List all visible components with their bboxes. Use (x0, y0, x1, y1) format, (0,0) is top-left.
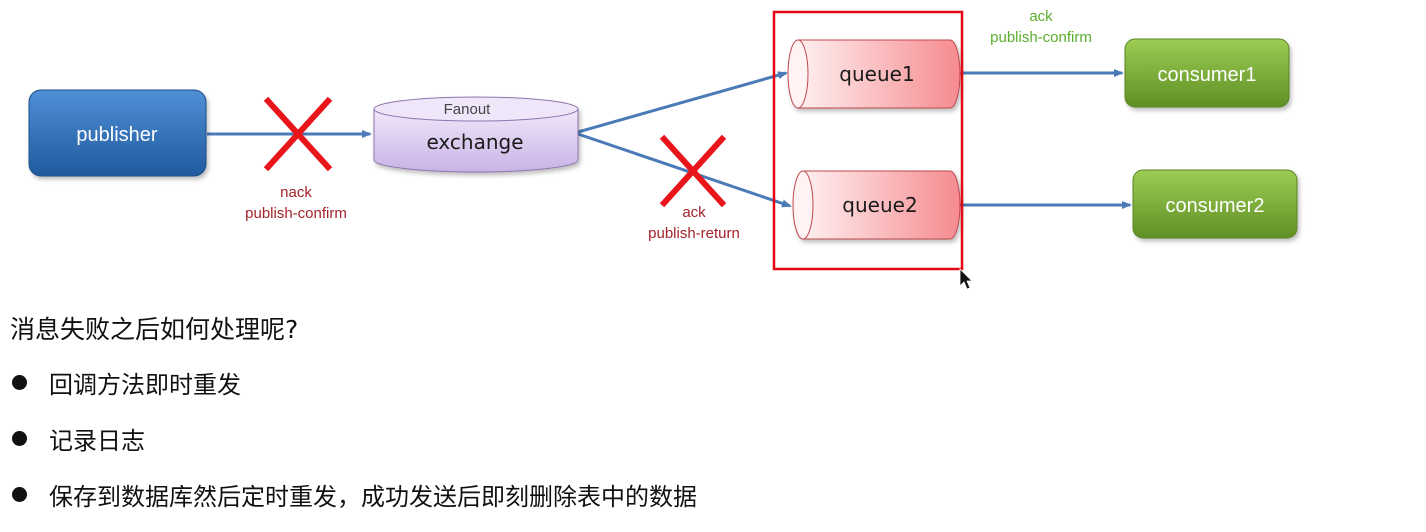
consumer1-node (1124, 38, 1290, 108)
fail2-label-line2: publish-return (648, 225, 740, 242)
message-flow-diagram: publisher Fanout exchange queue1 queue2 … (28, 8, 1298, 290)
publisher-label: publisher (76, 124, 158, 146)
list-item: 记录日志 (10, 420, 1410, 456)
consumer1-label: consumer1 (1158, 64, 1257, 86)
list-item: 回调方法即时重发 (10, 364, 1410, 400)
solution-list: 回调方法即时重发 记录日志 保存到数据库然后定时重发，成功发送后即刻删除表中的数… (10, 364, 1410, 512)
success-label-line1: ack (1029, 8, 1053, 25)
notes-section: 消息失败之后如何处理呢? 回调方法即时重发 记录日志 保存到数据库然后定时重发，… (10, 312, 1410, 532)
publisher-node (28, 89, 207, 177)
exchange-type-label: Fanout (444, 101, 492, 118)
list-item-text: 记录日志 (49, 426, 145, 455)
fail1-label-line1: nack (280, 184, 312, 201)
question-heading: 消息失败之后如何处理呢? (10, 315, 299, 344)
queue1-label: queue1 (839, 62, 914, 86)
queue2-node (792, 170, 961, 240)
fail-mark-publisher-x-icon (263, 96, 333, 172)
consumer2-label: consumer2 (1166, 195, 1265, 217)
exchange-label: exchange (426, 130, 523, 154)
fail-mark-queue2-x-icon (659, 134, 727, 208)
consumer2-node (1132, 169, 1298, 239)
arrow-exchange-to-queue1 (577, 71, 788, 134)
list-item: 保存到数据库然后定时重发，成功发送后即刻删除表中的数据 (10, 476, 1410, 512)
queues-highlight-box (772, 10, 964, 271)
fail2-label-line1: ack (682, 204, 706, 221)
list-item-text: 回调方法即时重发 (49, 370, 241, 399)
bullet-dot-icon (12, 430, 27, 446)
arrow-exchange-to-queue2 (577, 132, 792, 208)
bullet-dot-icon (12, 486, 27, 502)
queue1-node (787, 39, 961, 109)
mouse-cursor-icon (959, 268, 973, 290)
success-label-line2: publish-confirm (990, 29, 1092, 46)
list-item-text: 保存到数据库然后定时重发，成功发送后即刻删除表中的数据 (49, 482, 697, 511)
fail1-label-line2: publish-confirm (245, 205, 347, 222)
exchange-node (373, 96, 579, 173)
queue2-label: queue2 (842, 193, 917, 217)
bullet-dot-icon (12, 374, 27, 390)
